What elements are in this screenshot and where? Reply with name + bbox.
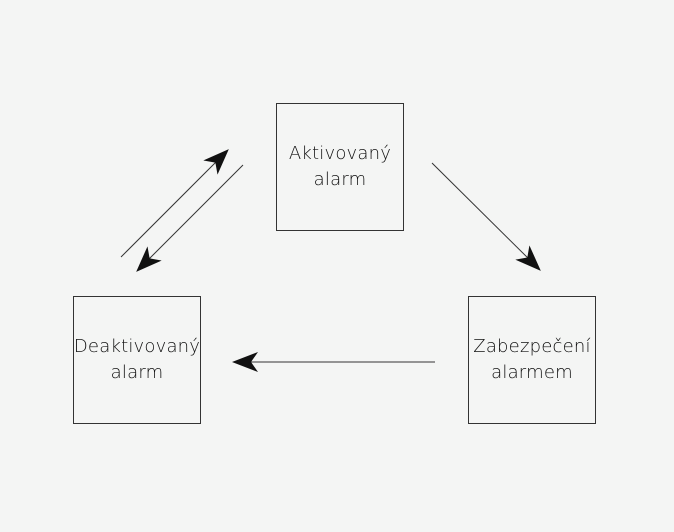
state-activated-label-line2: alarm: [313, 169, 367, 190]
state-activated-label-line1: Aktivovaný: [288, 143, 392, 164]
state-secured-label-line2: alarmem: [491, 362, 573, 383]
state-secured-label-line1: Zabezpečení: [473, 336, 591, 357]
state-deactivated-label-line1: Deaktivovaný: [73, 336, 201, 357]
state-deactivated-alarm: Deaktivovaný alarm: [73, 296, 201, 424]
arrow-activated-to-secured: [431, 162, 541, 271]
state-deactivated-label-line2: alarm: [110, 362, 164, 383]
state-secured-by-alarm: Zabezpečení alarmem: [468, 296, 596, 424]
arrow-activated-to-deactivated: [136, 164, 244, 272]
arrow-deactivated-to-activated: [120, 149, 229, 258]
state-activated-alarm: Aktivovaný alarm: [276, 103, 404, 231]
